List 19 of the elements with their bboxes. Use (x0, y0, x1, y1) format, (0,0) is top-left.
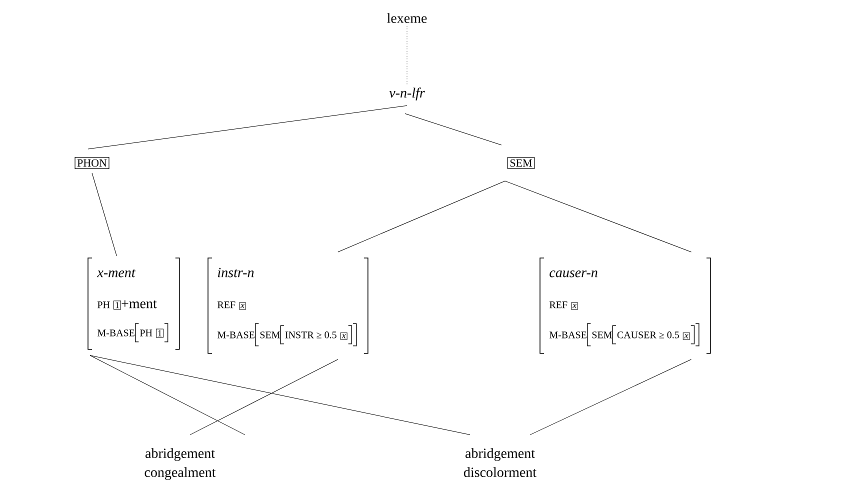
tree-line (404, 113, 502, 146)
feature-matrix: x-ment PH 1 +ment M-BASE PH 1 (88, 258, 180, 350)
tree-line (92, 172, 117, 256)
feature-matrix: causer-n REF x M-BASE SEM CAUSER ≥ 0.5 x (540, 258, 711, 354)
feature-box: SEM (507, 157, 535, 169)
tree-line (338, 180, 506, 252)
node-label: lexeme (387, 13, 427, 23)
word-list: abridgement congealment (144, 448, 216, 480)
tree-line (190, 359, 338, 436)
feature-matrix: instr-n REF x M-BASE SEM INSTR ≥ 0.5 x (208, 258, 368, 354)
dotted-line (406, 26, 408, 85)
feature-box: PHON (74, 157, 110, 169)
word-list: abridgement discolorment (464, 448, 536, 478)
tree-line (530, 359, 692, 436)
type-label: v-n-lfr (389, 88, 425, 100)
tree-line (88, 105, 408, 150)
tree-line (90, 355, 470, 436)
tree-line (90, 355, 246, 436)
tree-line (504, 180, 692, 252)
